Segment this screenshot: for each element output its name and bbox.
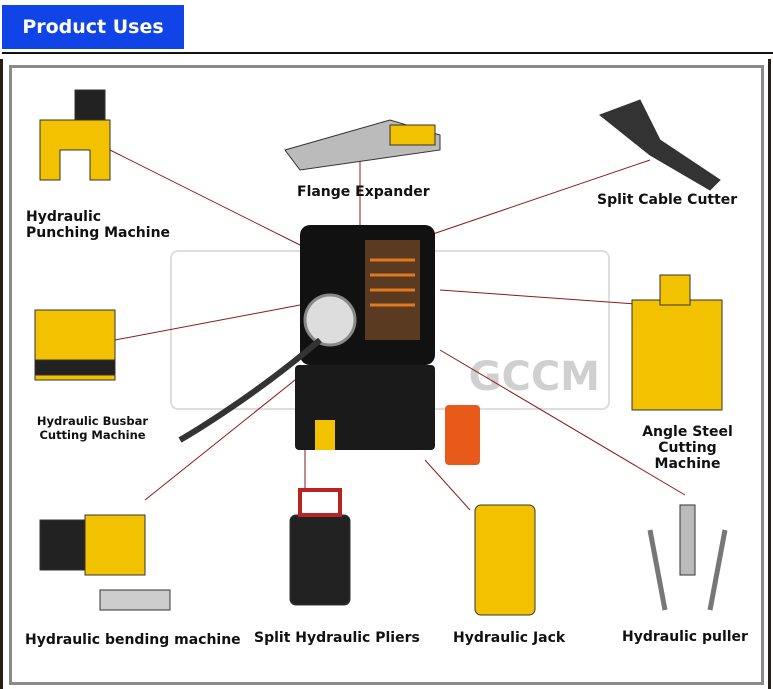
angle-steel-cutter <box>631 299 723 411</box>
hydraulic-jack <box>474 504 536 616</box>
hydraulic-pliers <box>289 514 351 606</box>
label-angle-steel-cutting-machine: Angle Steel Cutting Machine <box>642 424 733 472</box>
divider <box>2 52 773 54</box>
label-split-hydraulic-pliers: Split Hydraulic Pliers <box>254 630 420 646</box>
label-hydraulic-punching-machine: Hydraulic Punching Machine <box>26 209 171 241</box>
electric-hydraulic-pump <box>178 225 480 465</box>
label-flange-expander: Flange Expander <box>297 184 430 200</box>
label-hydraulic-bending-machine: Hydraulic bending machine <box>25 632 241 648</box>
connector-lines <box>109 149 686 511</box>
label-split-cable-cutter: Split Cable Cutter <box>597 192 738 208</box>
hydraulic-puller <box>647 504 728 611</box>
split-cable-cutter <box>599 99 721 191</box>
label-hydraulic-busbar-cutting-machine: Hydraulic Busbar Cutting Machine <box>36 414 149 442</box>
punching-machine <box>39 119 111 181</box>
section-title: Product Uses <box>2 5 184 49</box>
frame <box>0 59 771 689</box>
label-hydraulic-puller: Hydraulic puller <box>622 629 748 645</box>
label-hydraulic-jack: Hydraulic Jack <box>453 630 566 646</box>
